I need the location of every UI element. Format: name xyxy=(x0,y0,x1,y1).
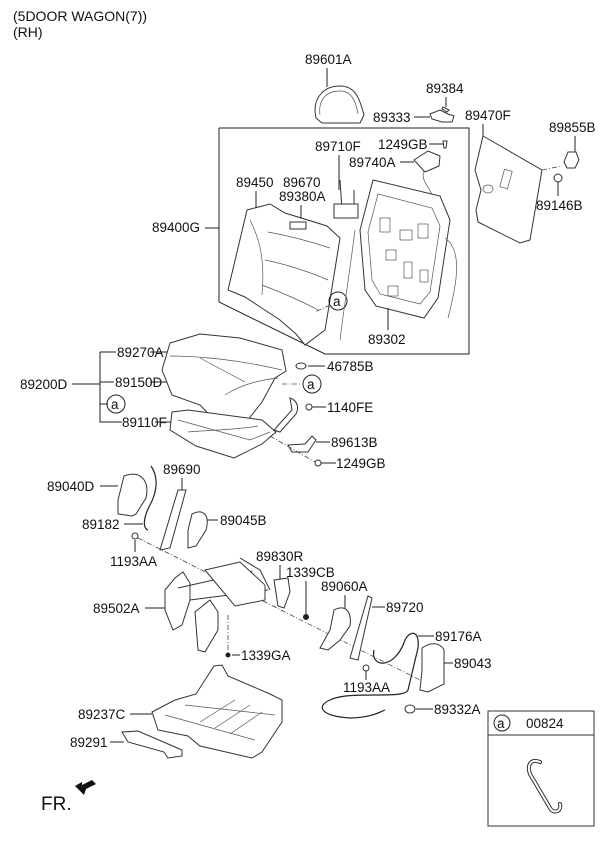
label-89855B[interactable]: 89855B xyxy=(549,120,596,135)
label-89302[interactable]: 89302 xyxy=(368,332,406,347)
label-89291[interactable]: 89291 xyxy=(70,735,108,750)
hook-clip-inner xyxy=(527,760,562,813)
dash-89613B xyxy=(269,435,316,463)
latch-89855B[interactable] xyxy=(563,151,580,169)
label-89670[interactable]: 89670 xyxy=(283,175,321,190)
front-arrow-icon xyxy=(75,780,96,795)
label-89060A[interactable]: 89060A xyxy=(321,579,368,594)
cover-89040D[interactable] xyxy=(117,473,148,517)
headrest-guide-89710F[interactable] xyxy=(333,179,359,219)
callout-a-seatback-letter: a xyxy=(333,294,341,309)
label-1249GB-top[interactable]: 1249GB xyxy=(378,137,428,152)
legend-callout-circle xyxy=(493,714,511,732)
seatback-rear-panel[interactable] xyxy=(474,135,543,244)
seatback-cushion[interactable] xyxy=(227,203,341,346)
seatback-frame-89302[interactable] xyxy=(339,179,457,341)
dash-axis xyxy=(137,537,421,681)
nut-1339CB[interactable] xyxy=(303,614,309,620)
cover-89830R[interactable] xyxy=(273,577,291,609)
bolt-1193AA-left[interactable] xyxy=(131,532,139,540)
label-89182[interactable]: 89182 xyxy=(82,517,120,532)
label-89384[interactable]: 89384 xyxy=(426,81,464,96)
callout-a-cushion[interactable] xyxy=(302,374,322,394)
label-89200D[interactable]: 89200D xyxy=(20,377,68,392)
screw-1249GB-top[interactable] xyxy=(442,140,448,149)
label-89450[interactable]: 89450 xyxy=(236,175,274,190)
label-1193AA-right[interactable]: 1193AA xyxy=(343,680,390,695)
label-89237C[interactable]: 89237C xyxy=(78,707,126,722)
label-89146B[interactable]: 89146B xyxy=(536,198,583,213)
hook-bar[interactable] xyxy=(273,397,299,433)
cable-89182[interactable] xyxy=(143,465,157,531)
dash-89855B xyxy=(541,165,563,171)
cushion-group-bracket xyxy=(99,352,122,423)
label-89690[interactable]: 89690 xyxy=(163,462,201,477)
callout-a-cushion-group[interactable] xyxy=(106,394,126,414)
label-89740A[interactable]: 89740A xyxy=(349,155,396,170)
label-89045B[interactable]: 89045B xyxy=(220,513,267,528)
label-89601A[interactable]: 89601A xyxy=(305,52,352,67)
wire-89740A xyxy=(422,169,433,196)
guide-89333[interactable] xyxy=(429,109,455,123)
label-89150D[interactable]: 89150D xyxy=(115,375,163,390)
cover-89043[interactable] xyxy=(419,643,445,693)
label-1193AA-left[interactable]: 1193AA xyxy=(110,554,157,569)
label-1339CB[interactable]: 1339CB xyxy=(286,565,335,580)
headrest-part[interactable] xyxy=(314,85,365,124)
label-89720[interactable]: 89720 xyxy=(386,600,424,615)
seat-track-89502A[interactable] xyxy=(164,557,271,653)
label-89333[interactable]: 89333 xyxy=(373,110,411,125)
recliner-89690[interactable] xyxy=(159,489,187,551)
screw-89384[interactable] xyxy=(441,106,450,113)
nut-1339GA[interactable] xyxy=(225,652,231,658)
label-89502A[interactable]: 89502A xyxy=(93,601,140,616)
bracket-89291[interactable] xyxy=(121,730,183,759)
seatback-group-frame xyxy=(218,127,470,355)
side-indicator: (RH) xyxy=(13,24,43,40)
label-89400G[interactable]: 89400G xyxy=(152,220,200,235)
clip-89332A[interactable] xyxy=(404,704,416,714)
legend-callout-letter: a xyxy=(497,716,505,731)
seat-pan-89237C[interactable] xyxy=(151,664,283,759)
cushion-frame-89110F[interactable] xyxy=(169,409,277,459)
dash-callout-seatback xyxy=(314,304,331,313)
cover-89613B[interactable] xyxy=(287,435,317,453)
cover-89045B[interactable] xyxy=(187,511,208,549)
bolt-89146B[interactable] xyxy=(553,173,563,183)
label-89613B[interactable]: 89613B xyxy=(331,435,378,450)
cable-89176A[interactable] xyxy=(321,632,419,719)
cover-89060A[interactable] xyxy=(319,607,351,651)
recliner-89720[interactable] xyxy=(349,595,373,661)
callout-a-cushion-letter: a xyxy=(111,397,119,412)
screw-1249GB-bottom[interactable] xyxy=(314,459,322,467)
label-89830R[interactable]: 89830R xyxy=(256,549,304,564)
bolt-1140FE[interactable] xyxy=(305,403,313,411)
callout-a-seatback[interactable] xyxy=(328,291,348,311)
label-89332A[interactable]: 89332A xyxy=(434,702,481,717)
label-1339GA[interactable]: 1339GA xyxy=(241,648,291,663)
label-46785B[interactable]: 46785B xyxy=(327,359,374,374)
label-1249GB-bottom[interactable]: 1249GB xyxy=(336,456,386,471)
label-89043[interactable]: 89043 xyxy=(454,656,492,671)
label-89380A[interactable]: 89380A xyxy=(279,189,326,204)
label-89040D[interactable]: 89040D xyxy=(47,479,95,494)
label-89710F[interactable]: 89710F xyxy=(315,139,361,154)
clip-46785B[interactable] xyxy=(295,362,307,370)
bolt-1193AA-right[interactable] xyxy=(362,664,370,672)
seat-cushion[interactable] xyxy=(161,333,287,431)
model-variant-title: (5DOOR WAGON(7)) xyxy=(13,8,148,24)
switch-89740A[interactable] xyxy=(413,150,441,173)
front-indicator: FR. xyxy=(41,794,72,815)
label-89470F[interactable]: 89470F xyxy=(465,108,511,123)
legend-part-number[interactable]: 00824 xyxy=(526,716,564,731)
legend-box: a 00824 xyxy=(487,710,595,827)
callout-a-cushion-right-letter: a xyxy=(307,377,315,392)
label-89110F[interactable]: 89110F xyxy=(122,415,167,430)
label-89176A[interactable]: 89176A xyxy=(435,629,482,644)
label-1140FE[interactable]: 1140FE xyxy=(327,400,373,415)
label-89270A[interactable]: 89270A xyxy=(117,345,164,360)
